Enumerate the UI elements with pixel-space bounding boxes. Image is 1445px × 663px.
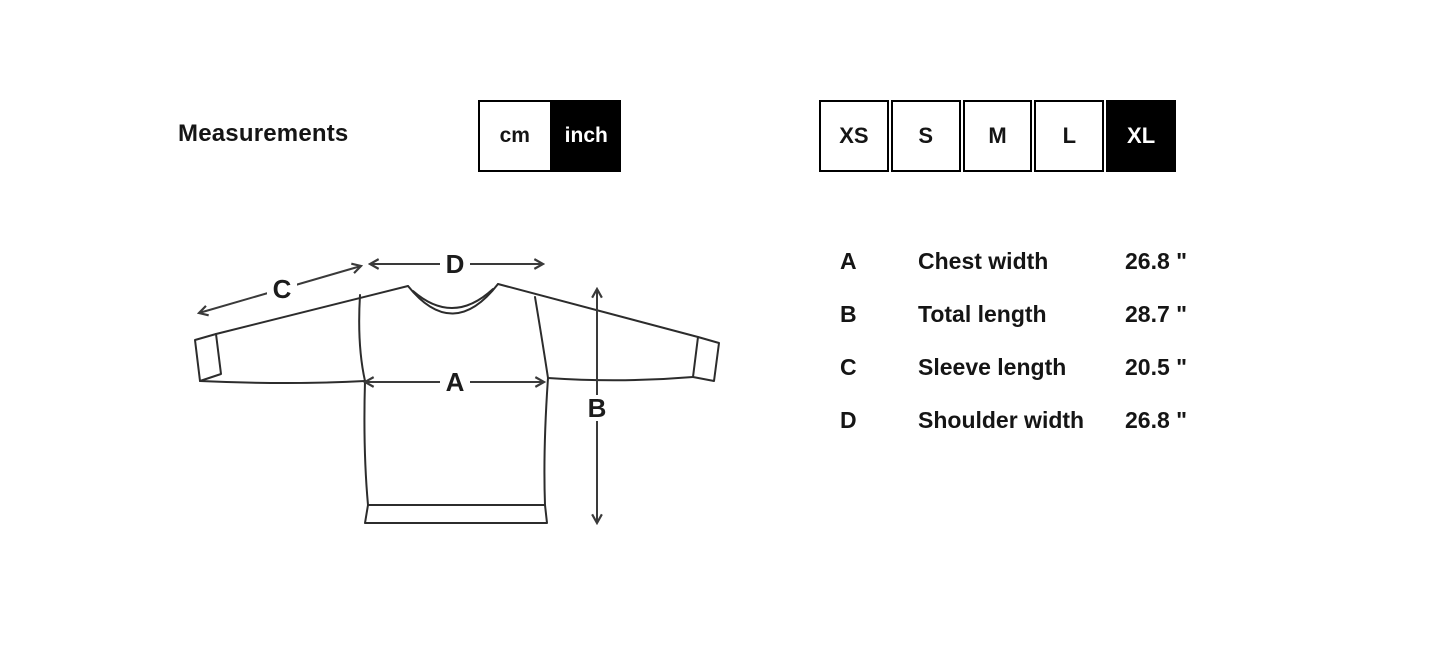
measurement-row-d: D Shoulder width 26.8 " <box>840 394 1220 447</box>
size-selector: XS S M L XL <box>819 100 1176 172</box>
size-option-xl[interactable]: XL <box>1106 100 1176 172</box>
label-b: B <box>588 393 607 423</box>
unit-toggle: cm inch <box>478 100 621 172</box>
dimension-labels: D C A B <box>273 250 607 423</box>
unit-option-cm[interactable]: cm <box>478 100 552 172</box>
measurement-name: Shoulder width <box>918 407 1085 433</box>
sweater-outline <box>194 283 720 524</box>
measurement-row-b: B Total length 28.7 " <box>840 288 1220 341</box>
measurement-name: Sleeve length <box>918 354 1067 380</box>
measurement-key: C <box>840 354 857 380</box>
measurement-value: 26.8 " <box>1125 248 1188 274</box>
measurement-value: 20.5 " <box>1125 354 1188 380</box>
unit-option-inch[interactable]: inch <box>551 100 621 172</box>
measurement-value: 26.8 " <box>1125 407 1188 433</box>
size-option-m[interactable]: M <box>962 100 1033 172</box>
size-option-l[interactable]: L <box>1034 100 1105 172</box>
measurement-key: A <box>840 248 857 274</box>
label-d: D <box>446 250 465 279</box>
measurement-name: Total length <box>918 301 1047 327</box>
page-title: Measurements <box>178 120 349 147</box>
measurement-row-c: C Sleeve length 20.5 " <box>840 341 1220 394</box>
sweater-measurement-diagram: D C A B <box>194 250 720 540</box>
label-backplates <box>267 251 612 421</box>
measurement-list: A Chest width 26.8 " B Total length 28.7… <box>840 235 1220 447</box>
label-a: A <box>446 367 465 397</box>
measurement-name: Chest width <box>918 248 1049 274</box>
dimension-arrows <box>199 264 597 523</box>
label-c: C <box>273 274 292 304</box>
measurement-row-a: A Chest width 26.8 " <box>840 235 1220 288</box>
size-option-xs[interactable]: XS <box>819 100 889 172</box>
measurement-key: D <box>840 407 857 433</box>
measurement-key: B <box>840 301 857 327</box>
measurement-value: 28.7 " <box>1125 301 1188 327</box>
size-option-s[interactable]: S <box>890 100 961 172</box>
